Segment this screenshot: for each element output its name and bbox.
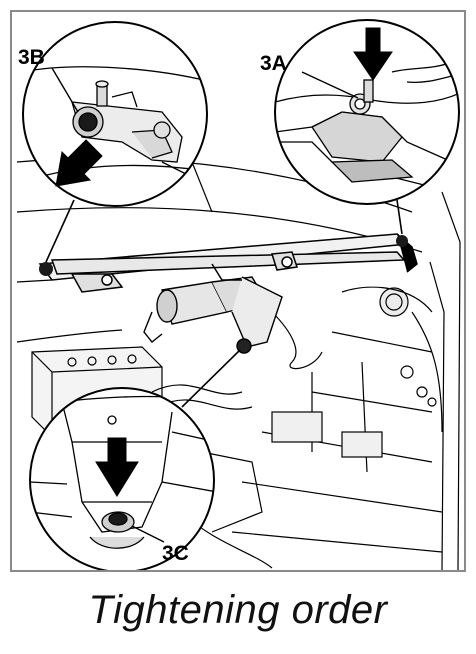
callout-3a-pointer [301,71,359,99]
callout-3a-label: 3A [260,52,287,75]
callout-3b-pointer [51,67,79,113]
callout-3b-label: 3B [18,46,45,69]
wiper-linkage-diagram: 3B 3A [16,19,461,570]
wiper-motor [143,276,283,354]
detail-circle-3a: 3A [260,19,460,205]
arrow-diagonal-icon [55,139,103,187]
illustration-frame: 3B 3A [10,10,466,572]
callout-3c-label: 3C [162,542,189,565]
arrow-down-icon [95,437,139,497]
wiper-linkage-bar [38,233,418,293]
callout-3c-pointer [131,525,165,543]
bolt-3b-location [39,262,53,276]
leader-lines [45,199,403,408]
detail-circle-3c: 3C [29,387,215,570]
arrow-down-icon [353,27,393,81]
detail-circle-3b: 3B [18,21,208,207]
figure-caption: Tightening order [88,588,388,632]
bolt-3a-location [396,235,408,247]
